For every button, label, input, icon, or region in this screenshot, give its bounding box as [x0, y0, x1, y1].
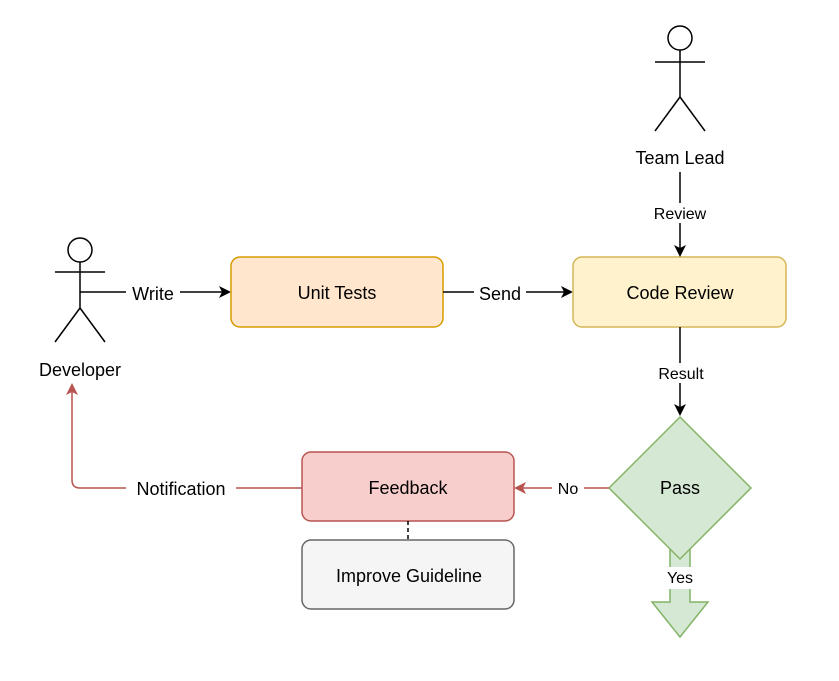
- developer-actor[interactable]: [54, 237, 106, 343]
- send-label-bg: [474, 282, 526, 304]
- send-edge-label: Send: [479, 284, 521, 304]
- improve-guideline-box[interactable]: [301, 539, 515, 610]
- yes-label-bg: [660, 567, 700, 589]
- yes-edge-label: Yes: [667, 570, 693, 587]
- notification-label-bg: [126, 478, 236, 500]
- feedback-label: Feedback: [368, 478, 448, 498]
- pass-label: Pass: [660, 478, 700, 498]
- yes-block-arrow[interactable]: [650, 544, 710, 639]
- no-label-bg: [552, 478, 584, 500]
- pass-decision[interactable]: [607, 415, 753, 561]
- result-label-bg: [650, 363, 712, 383]
- team-lead-actor[interactable]: [654, 25, 706, 132]
- notification-edge[interactable]: [66, 383, 302, 489]
- unit-tests-label: Unit Tests: [298, 283, 377, 303]
- code-review-label: Code Review: [626, 283, 734, 303]
- notification-edge-label: Notification: [136, 479, 225, 499]
- review-edge-label: Review: [654, 206, 707, 223]
- no-edge-label: No: [558, 481, 579, 498]
- result-edge-label: Result: [658, 366, 704, 383]
- write-edge-label: Write: [132, 284, 174, 304]
- improve-guideline-label: Improve Guideline: [336, 566, 482, 586]
- developer-label: Developer: [39, 360, 121, 380]
- team-lead-label: Team Lead: [635, 148, 724, 168]
- review-label-bg: [646, 203, 714, 223]
- write-label-bg: [126, 282, 180, 304]
